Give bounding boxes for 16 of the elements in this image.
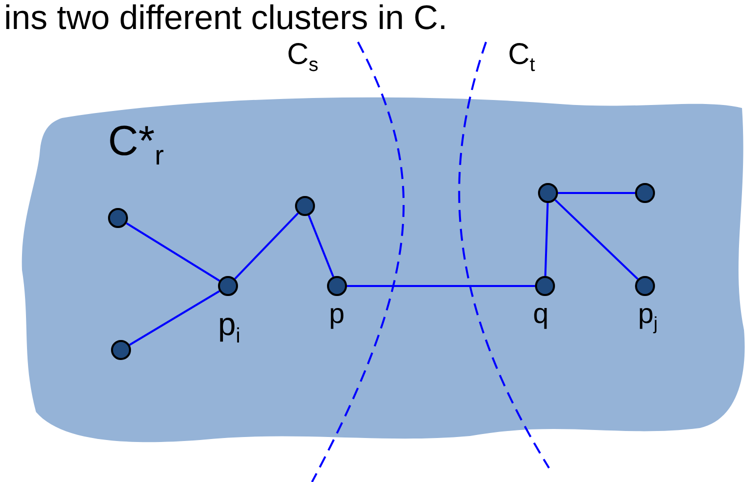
point-label: p <box>329 300 345 328</box>
graph-edge <box>308 214 334 278</box>
cluster-name: C$_{t}$ <box>508 40 536 76</box>
cluster-label: C*$_{r}$ <box>108 120 164 169</box>
graph-edge <box>234 212 299 280</box>
graph-edge <box>554 199 638 280</box>
graph-edge <box>558 192 635 194</box>
cluster-name: C$_{s}$ <box>287 40 318 76</box>
point-label: q <box>533 300 549 328</box>
graph-edge <box>126 222 220 282</box>
point-label: p$_{i}$ <box>218 308 240 348</box>
heading-text: ins two different clusters in C. <box>4 1 448 35</box>
graph-edge <box>347 285 535 287</box>
graph-edge <box>544 202 549 276</box>
graph-edge <box>129 290 220 346</box>
point-label: p$_{j}$ <box>638 300 658 333</box>
